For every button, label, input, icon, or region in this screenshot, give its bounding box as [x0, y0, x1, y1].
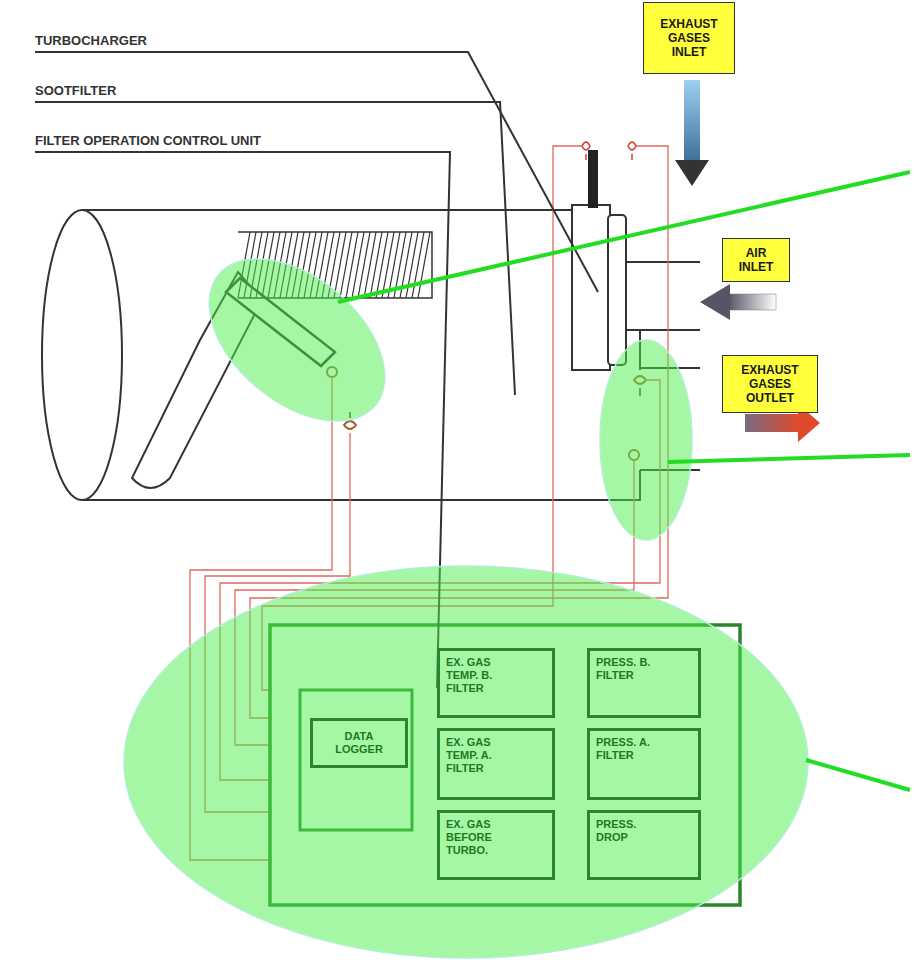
- spring-hatch: [334, 232, 346, 298]
- box-text: EX. GAS TEMP. B. FILTER: [446, 656, 510, 695]
- box-text: EXHAUST GASES INLET: [654, 17, 724, 59]
- box-text: AIR INLET: [734, 246, 778, 274]
- air-inlet-arrowhead: [700, 284, 730, 320]
- turbocharger-body: [572, 205, 610, 370]
- spring-hatch: [370, 232, 382, 298]
- box-text: PRESS. B. FILTER: [596, 656, 651, 682]
- valve-symbol: [628, 142, 636, 160]
- text-holder: PRESS. A. FILTER: [596, 736, 651, 762]
- part-label: TURBOCHARGER: [35, 33, 147, 48]
- air-inlet-arrow: [728, 294, 776, 310]
- exhaust-inlet-arrow: [684, 80, 700, 162]
- box-text: DATA LOGGER: [332, 730, 386, 756]
- inlet-tag: AIR INLET: [722, 238, 790, 282]
- highlight-ellipse: [600, 340, 692, 540]
- air-inlet-pipe: [626, 262, 700, 330]
- text-holder: PRESS. DROP: [596, 818, 651, 844]
- part-label: SOOTFILTER: [35, 83, 116, 98]
- text-holder: DATA LOGGER: [332, 730, 386, 756]
- spring-hatch: [364, 232, 376, 298]
- spring-hatch: [346, 232, 358, 298]
- temperature-display-box: EX. GAS TEMP. A. FILTER: [437, 728, 555, 800]
- highlights: [124, 172, 910, 958]
- temperature-display-box: EX. GAS BEFORE TURBO.: [437, 810, 555, 880]
- text-holder: PRESS. B. FILTER: [596, 656, 651, 682]
- box-text: EX. GAS BEFORE TURBO.: [446, 818, 510, 857]
- pressure-display-box: PRESS. A. FILTER: [587, 728, 701, 800]
- inlet-tag: EXHAUST GASES INLET: [643, 2, 735, 74]
- exhaust-inlet-pipe: [588, 150, 598, 208]
- spring-hatch: [352, 232, 364, 298]
- housing-end: [42, 210, 122, 500]
- box-text: EXHAUST GASES OUTLET: [735, 363, 805, 405]
- spring-hatch: [340, 232, 352, 298]
- highlight-ellipse: [179, 227, 415, 453]
- highlight-line: [668, 455, 910, 462]
- box-text: PRESS. A. FILTER: [596, 736, 651, 762]
- pressure-display-box: PRESS. DROP: [587, 810, 701, 880]
- part-label: FILTER OPERATION CONTROL UNIT: [35, 133, 261, 148]
- text-holder: EX. GAS TEMP. B. FILTER: [446, 656, 510, 695]
- box-text: PRESS. DROP: [596, 818, 651, 844]
- text-holder: EX. GAS TEMP. A. FILTER: [446, 736, 510, 775]
- data-logger-box: DATA LOGGER: [310, 718, 408, 768]
- highlight-line: [338, 172, 910, 302]
- highlight-line: [806, 760, 910, 790]
- text-holder: EXHAUST GASES OUTLET: [735, 363, 805, 405]
- spring-hatch: [376, 232, 388, 298]
- text-holder: AIR INLET: [734, 246, 778, 274]
- temperature-display-box: EX. GAS TEMP. B. FILTER: [437, 648, 555, 718]
- outlet-tag: EXHAUST GASES OUTLET: [722, 355, 818, 413]
- spring-hatch: [412, 232, 424, 298]
- exhaust-inlet-arrowhead: [675, 160, 709, 186]
- pressure-display-box: PRESS. B. FILTER: [587, 648, 701, 718]
- highlight-ellipse: [124, 566, 808, 958]
- leader-line: [35, 52, 598, 292]
- housing-top: [82, 209, 574, 211]
- exhaust-outlet-arrow: [745, 414, 800, 432]
- text-holder: EX. GAS BEFORE TURBO.: [446, 818, 510, 857]
- spring-hatch: [418, 232, 430, 298]
- box-text: EX. GAS TEMP. A. FILTER: [446, 736, 510, 775]
- spring-hatch: [358, 232, 370, 298]
- valve-symbol: [582, 142, 590, 160]
- text-holder: EXHAUST GASES INLET: [654, 17, 724, 59]
